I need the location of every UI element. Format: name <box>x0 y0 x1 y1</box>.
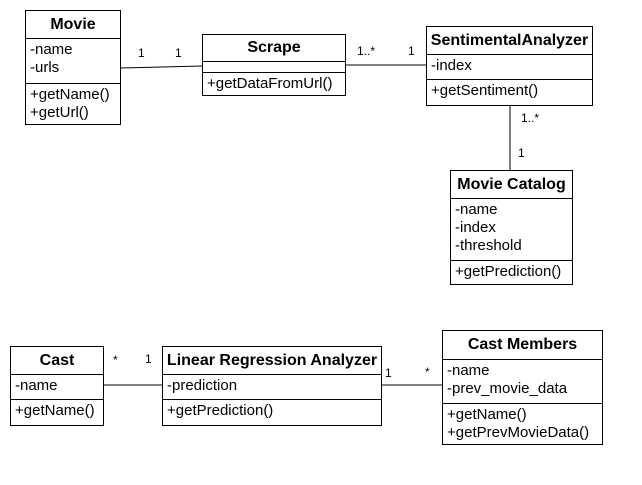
class-name: Scrape <box>203 35 345 62</box>
class-name: SentimentalAnalyzer <box>427 27 592 55</box>
multiplicity-cast-members-end: * <box>425 365 430 379</box>
attribute: -index <box>455 219 496 236</box>
operation: +getName() <box>447 406 527 423</box>
operation-compartment: +getDataFromUrl() <box>203 73 345 93</box>
class-linear-regression-analyzer: Linear Regression Analyzer -prediction +… <box>162 346 382 426</box>
attribute-compartment: -name -index -threshold <box>451 199 572 261</box>
operation-compartment: +getName() <box>11 400 103 420</box>
multiplicity-linear-regression-end: 1 <box>145 352 152 366</box>
operation: +getName() <box>15 402 95 419</box>
class-cast-members: Cast Members -name -prev_movie_data +get… <box>442 330 603 445</box>
attribute: -prediction <box>167 377 238 394</box>
attribute: -name <box>455 201 498 218</box>
attribute: -index <box>431 57 472 74</box>
multiplicity-cast-end: * <box>113 353 118 367</box>
multiplicity-linear-regression-end: 1 <box>385 366 392 380</box>
class-scrape: Scrape +getDataFromUrl() <box>202 34 346 96</box>
multiplicity-sentimental-analyzer-end: 1..* <box>521 111 540 125</box>
operation-compartment: +getName() +getUrl() <box>26 84 120 122</box>
multiplicity-scrape-end: 1 <box>175 46 182 60</box>
attribute-compartment: -prediction <box>163 375 381 400</box>
attribute-compartment: -name -urls <box>26 39 120 84</box>
operation-compartment: +getName() +getPrevMovieData() <box>443 404 602 442</box>
operation-compartment: +getSentiment() <box>427 80 592 100</box>
operation-compartment: +getPrediction() <box>163 400 381 420</box>
attribute: -name <box>447 362 490 379</box>
association-movie-scrape <box>119 65 203 69</box>
attribute-compartment: -index <box>427 55 592 80</box>
operation-compartment: +getPrediction() <box>451 261 572 281</box>
class-cast: Cast -name +getName() <box>10 346 104 426</box>
attribute: -urls <box>30 59 60 76</box>
operation: +getPrediction() <box>455 263 562 280</box>
class-sentimental-analyzer: SentimentalAnalyzer -index +getSentiment… <box>426 26 593 106</box>
multiplicity-scrape-end: 1..* <box>357 44 376 58</box>
class-name: Movie <box>26 11 120 39</box>
operation: +getName() <box>30 86 110 103</box>
attribute-compartment: -name -prev_movie_data <box>443 360 602 404</box>
attribute: -name <box>15 377 58 394</box>
class-name: Cast <box>11 347 103 375</box>
operation: +getPrediction() <box>167 402 274 419</box>
multiplicity-sentimental-analyzer-end: 1 <box>408 44 415 58</box>
class-name: Movie Catalog <box>451 171 572 199</box>
operation: +getUrl() <box>30 104 89 121</box>
operation: +getSentiment() <box>431 82 539 99</box>
operation: +getDataFromUrl() <box>207 75 333 92</box>
class-name: Cast Members <box>443 331 602 360</box>
multiplicity-movie-catalog-end: 1 <box>518 146 525 160</box>
attribute: -name <box>30 41 73 58</box>
attribute-compartment <box>203 62 345 73</box>
multiplicity-movie-end: 1 <box>138 46 145 60</box>
attribute: -threshold <box>455 237 522 254</box>
class-movie-catalog: Movie Catalog -name -index -threshold +g… <box>450 170 573 285</box>
class-movie: Movie -name -urls +getName() +getUrl() <box>25 10 121 125</box>
operation: +getPrevMovieData() <box>447 424 590 441</box>
attribute: -prev_movie_data <box>447 380 568 397</box>
class-name: Linear Regression Analyzer <box>163 347 381 375</box>
attribute-compartment: -name <box>11 375 103 400</box>
